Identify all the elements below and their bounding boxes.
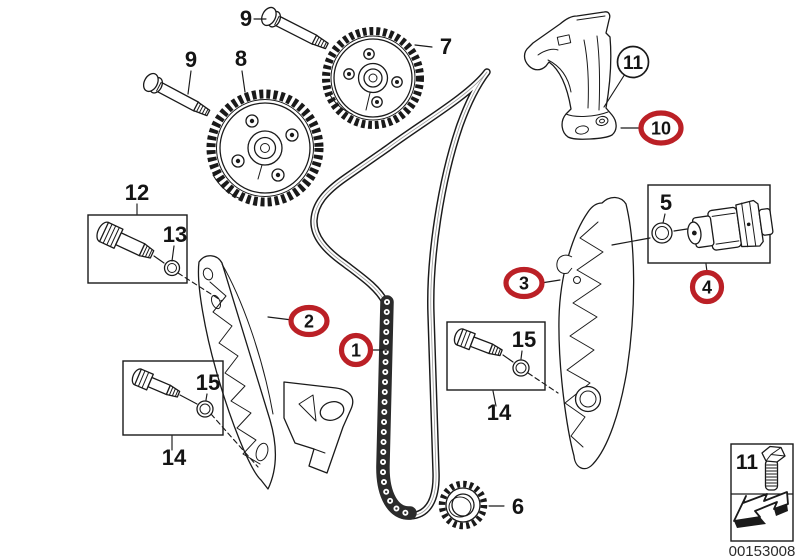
tensioner-drawing xyxy=(687,199,774,251)
oring-5-drawing xyxy=(651,222,673,244)
callout-14-left[interactable]: 14 xyxy=(162,445,187,470)
highlight-oval-4[interactable] xyxy=(689,269,725,305)
oring-15-right-drawing xyxy=(512,359,530,377)
callout-2[interactable]: 2 xyxy=(304,312,314,332)
callout-15-left[interactable]: 15 xyxy=(196,370,220,395)
callout-7[interactable]: 7 xyxy=(440,34,452,59)
oring-13-drawing xyxy=(163,259,181,277)
rail-bolt-kit-left-box xyxy=(122,360,259,468)
highlight-oval-2[interactable] xyxy=(288,304,330,338)
callout-11-circle[interactable] xyxy=(616,45,650,79)
tensioning-rail-drawing xyxy=(556,196,635,470)
callout-1[interactable]: 1 xyxy=(351,341,361,361)
guide-bolt-kit-box xyxy=(87,214,223,302)
cam-bolt-lower-drawing xyxy=(142,72,211,117)
camshaft-gear-right-drawing xyxy=(322,27,424,129)
callout-8[interactable]: 8 xyxy=(235,46,247,71)
legend-callout-11[interactable]: 11 xyxy=(736,451,759,474)
tensioner-box xyxy=(611,184,774,264)
rail-bolt-left-drawing xyxy=(131,368,181,398)
callout-lines xyxy=(136,18,666,507)
callout-15-right[interactable]: 15 xyxy=(512,327,536,352)
callout-13[interactable]: 13 xyxy=(163,222,187,247)
rail-bolt-right-drawing xyxy=(453,328,503,357)
callout-12[interactable]: 12 xyxy=(125,180,149,205)
legend-bolt-icon xyxy=(761,445,786,491)
highlight-oval-3[interactable] xyxy=(503,266,545,300)
callout-5[interactable]: 5 xyxy=(660,190,672,215)
legend-direction-arrow-icon xyxy=(733,491,789,528)
callout-4[interactable]: 4 xyxy=(702,278,712,298)
camshaft-gear-left-drawing xyxy=(206,89,324,207)
image-code: 00153008 xyxy=(729,543,796,559)
bracket-drawing xyxy=(523,11,617,140)
guide-bolt-drawing xyxy=(96,221,155,259)
callout-9-upper[interactable]: 9 xyxy=(240,6,252,31)
guide-rail-arm-drawing xyxy=(283,381,354,474)
oring-15-left-drawing xyxy=(196,400,214,418)
callout-10[interactable]: 10 xyxy=(651,119,671,139)
cam-bolt-upper-drawing xyxy=(261,6,329,50)
callout-6[interactable]: 6 xyxy=(512,494,524,519)
crank-sprocket-drawing xyxy=(438,480,488,530)
highlight-oval-1[interactable] xyxy=(338,332,374,368)
rail-bolt-kit-right-box xyxy=(446,321,559,394)
callout-11[interactable]: 11 xyxy=(623,53,644,74)
highlight-oval-10[interactable] xyxy=(638,110,684,146)
callout-3[interactable]: 3 xyxy=(519,274,529,294)
legend: 11 xyxy=(730,443,794,542)
timing-chain-drawing xyxy=(310,68,491,520)
guide-rail-drawing xyxy=(197,255,276,490)
callout-14-right[interactable]: 14 xyxy=(487,400,512,425)
highlight-leader-lines xyxy=(267,127,708,351)
callout-9-lower[interactable]: 9 xyxy=(185,47,197,72)
